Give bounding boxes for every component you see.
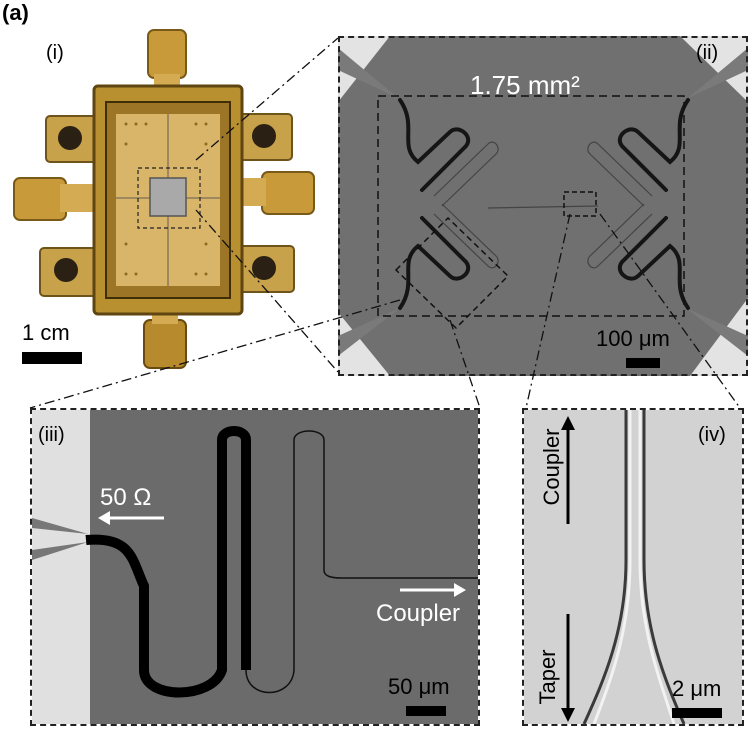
chip-micrograph — [338, 36, 748, 376]
device-photo — [13, 29, 315, 369]
chip-area-label: 1.75 mm² — [470, 70, 580, 100]
panel-ii — [338, 36, 748, 376]
coupler-up-arrow-icon — [561, 416, 575, 524]
taper-micrograph — [524, 410, 742, 725]
coupler-arrow-icon — [400, 583, 466, 597]
panel-i-scale-bar — [22, 352, 82, 364]
taper-down-arrow-icon — [561, 614, 575, 722]
panel-iii-scale-label: 50 μm — [388, 674, 450, 699]
port-arrow-icon — [98, 511, 164, 525]
figure-label: (a) — [2, 0, 29, 25]
panel-iii-tag: (iii) — [38, 424, 65, 446]
panel-i — [0, 20, 320, 380]
resonator-micrograph — [32, 410, 478, 724]
panel-ii-tag: (ii) — [696, 42, 719, 64]
panel-iii-scale-bar — [406, 706, 446, 716]
panel-ii-scale-label: 100 μm — [596, 326, 670, 351]
panel-iv-tag: (iv) — [698, 424, 726, 446]
panel-iv — [522, 408, 744, 726]
port-impedance-label: 50 Ω — [100, 484, 152, 511]
coupler-label-iv: Coupler — [539, 428, 564, 506]
panel-iv-scale-bar — [672, 708, 722, 718]
panel-iii — [30, 408, 480, 726]
panel-ii-scale-bar — [626, 358, 660, 368]
panel-ii-frame — [338, 36, 748, 376]
panel-i-scale-label: 1 cm — [22, 320, 70, 345]
panel-iv-scale-label: 2 μm — [672, 676, 722, 701]
panel-i-tag: (i) — [46, 42, 64, 64]
coupler-label-iii: Coupler — [376, 600, 461, 627]
taper-label: Taper — [535, 649, 560, 705]
